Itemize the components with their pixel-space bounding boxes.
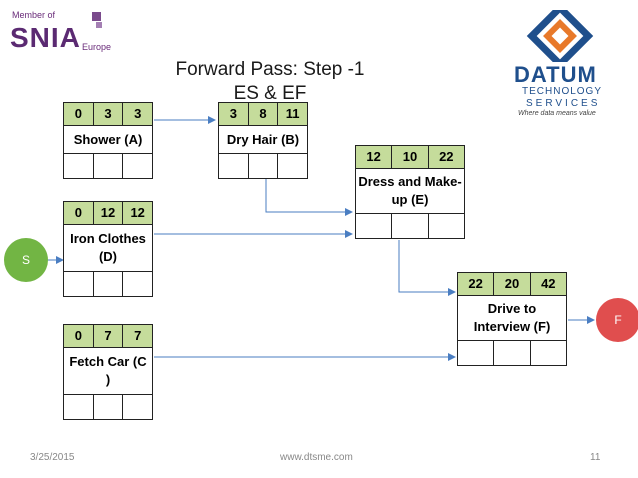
duration-value: 10 <box>392 146 429 168</box>
datum-wordmark: DATUM <box>514 62 597 87</box>
ef-value: 12 <box>130 205 145 220</box>
snia-square-icon <box>92 12 101 21</box>
activity-footer <box>64 153 152 178</box>
snia-member-text: Member of <box>12 10 56 20</box>
duration-value: 8 <box>249 103 279 125</box>
es-value: 0 <box>64 325 94 347</box>
ef-value: 3 <box>134 106 142 121</box>
activity-fetch-car: 0 7 7 Fetch Car (C ) <box>63 324 153 420</box>
title-line-2: ES & EF <box>233 83 307 104</box>
datum-services-text: SERVICES <box>526 98 601 109</box>
datum-logo: DATUM TECHNOLOGY SERVICES Where data mea… <box>500 10 620 120</box>
footer-date: 3/25/2015 <box>30 452 75 463</box>
snia-region-text: Europe <box>82 42 112 52</box>
ef-value: 11 <box>285 106 300 121</box>
slide-title: Forward Pass: Step -1 ES & EF <box>150 58 390 106</box>
snia-square-small-icon <box>96 22 102 28</box>
activity-footer <box>356 213 464 238</box>
activity-header: 12 10 22 <box>356 146 464 169</box>
activity-footer <box>219 153 307 178</box>
datum-technology-text: TECHNOLOGY <box>522 86 603 97</box>
ef-value: 42 <box>541 276 556 291</box>
activity-header: 0 7 7 <box>64 325 152 348</box>
activity-header: 0 12 12 <box>64 202 152 225</box>
es-value: 3 <box>219 103 249 125</box>
duration-value: 3 <box>94 103 124 125</box>
activity-name: Iron Clothes (D) <box>70 231 146 264</box>
datum-diamond-icon <box>526 10 594 62</box>
activity-header: 3 8 11 <box>219 103 307 126</box>
title-line-1: Forward Pass: Step -1 <box>175 59 365 80</box>
activity-shower: 0 3 3 Shower (A) <box>63 102 153 179</box>
es-value: 22 <box>458 273 495 295</box>
activity-name: Drive to Interview (F) <box>473 301 551 334</box>
activity-header: 22 20 42 <box>458 273 566 296</box>
duration-value: 12 <box>94 202 124 224</box>
activity-name: Shower (A) <box>73 131 143 147</box>
activity-dry-hair: 3 8 11 Dry Hair (B) <box>218 102 308 179</box>
activity-name: Dress and Make-up (E) <box>358 174 462 207</box>
snia-wordmark: SNIA <box>10 22 81 53</box>
datum-tagline: Where data means value <box>518 110 596 117</box>
es-value: 12 <box>356 146 393 168</box>
snia-logo: Member of SNIA Europe <box>10 8 120 56</box>
activity-header: 0 3 3 <box>64 103 152 126</box>
duration-value: 20 <box>494 273 531 295</box>
footer-page-number: 11 <box>590 452 601 463</box>
start-node: S <box>4 238 48 282</box>
arrow-dryhair-to-dress <box>265 178 353 216</box>
es-value: 0 <box>64 202 94 224</box>
activity-name: Dry Hair (B) <box>226 131 300 147</box>
activity-footer <box>64 271 152 296</box>
arrow-dress-to-drive <box>398 240 456 296</box>
activity-dress: 12 10 22 Dress and Make-up (E) <box>355 145 465 239</box>
activity-drive: 22 20 42 Drive to Interview (F) <box>457 272 567 366</box>
activity-footer <box>64 394 152 419</box>
ef-value: 7 <box>134 328 142 343</box>
es-value: 0 <box>64 103 94 125</box>
activity-footer <box>458 340 566 365</box>
ef-value: 22 <box>439 149 454 164</box>
duration-value: 7 <box>94 325 124 347</box>
activity-iron: 0 12 12 Iron Clothes (D) <box>63 201 153 297</box>
activity-name: Fetch Car (C ) <box>69 354 147 387</box>
footer-site: www.dtsme.com <box>280 452 353 463</box>
finish-node: F <box>596 298 638 342</box>
